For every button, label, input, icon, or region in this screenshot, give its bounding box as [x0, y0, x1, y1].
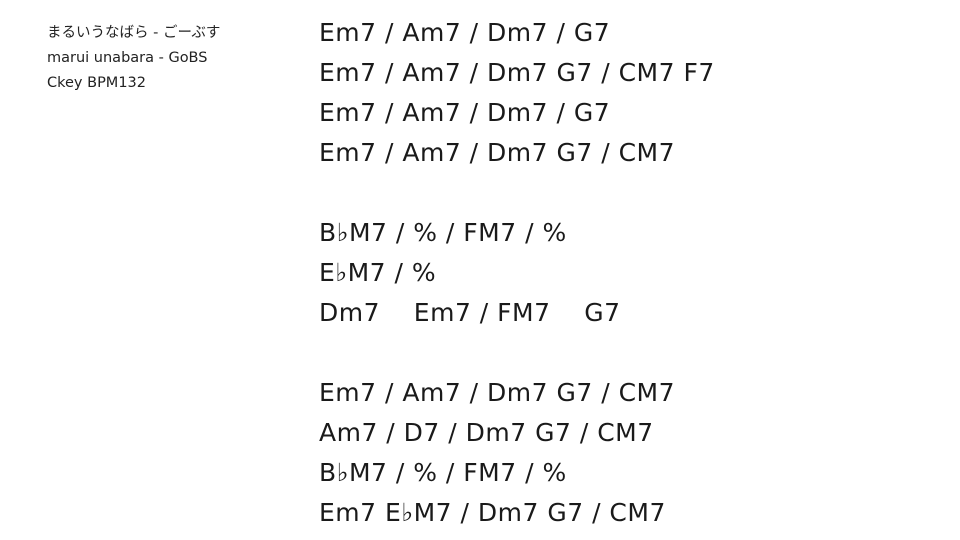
chord-line: Em7 / Am7 / Dm7 G7 / CM7 F7: [319, 58, 715, 87]
blank-line: [319, 333, 715, 373]
key-and-tempo: Ckey BPM132: [47, 75, 146, 91]
blank-line: [319, 173, 715, 213]
chord-line: Em7 / Am7 / Dm7 / G7: [319, 18, 611, 47]
chord-line: Em7 E♭M7 / Dm7 G7 / CM7: [319, 498, 666, 527]
chord-line: Em7 / Am7 / Dm7 / G7: [319, 98, 611, 127]
chord-line: E♭M7 / %: [319, 258, 437, 287]
chord-progression: Em7 / Am7 / Dm7 / G7 Em7 / Am7 / Dm7 G7 …: [319, 13, 715, 533]
chord-line: B♭M7 / % / FM7 / %: [319, 218, 567, 247]
song-title-japanese: まるいうなばら - ごーぶす: [47, 25, 221, 41]
chord-line: Em7 / Am7 / Dm7 G7 / CM7: [319, 138, 676, 167]
song-title-romaji: marui unabara - GoBS: [47, 50, 208, 66]
chord-line: B♭M7 / % / FM7 / %: [319, 458, 567, 487]
song-info: まるいうなばら - ごーぶす marui unabara - GoBS Ckey…: [47, 21, 220, 96]
chord-line: Em7 / Am7 / Dm7 G7 / CM7: [319, 378, 676, 407]
chord-line: Dm7 Em7 / FM7 G7: [319, 298, 621, 327]
chord-line: Am7 / D7 / Dm7 G7 / CM7: [319, 418, 654, 447]
